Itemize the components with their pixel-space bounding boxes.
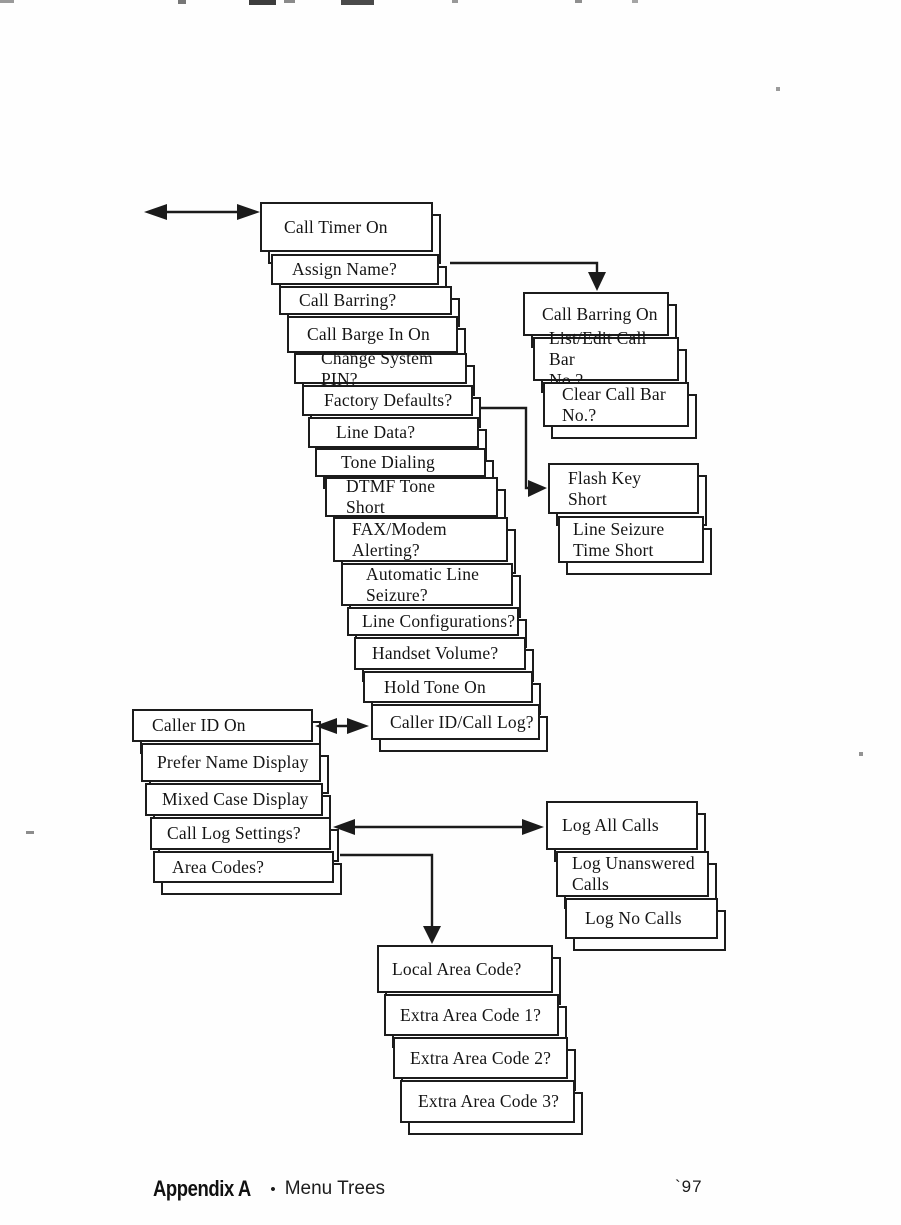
menu-node-label: Line Data? [336, 422, 416, 442]
page-number: `97 [675, 1177, 703, 1196]
menu-node-area-codes: Area Codes? [153, 851, 342, 895]
scan-artifact [178, 0, 186, 4]
menu-node-label: Assign Name? [292, 259, 397, 279]
menu-node-label: Call Barring On [542, 303, 658, 324]
bidirectional-arrow-root [144, 204, 260, 220]
menu-node-label: Log No Calls [585, 908, 682, 928]
scan-speck [26, 831, 34, 834]
menu-node-label: Hold Tone On [384, 676, 486, 697]
connector-area-codes-branch [340, 853, 441, 944]
menu-node-mixed-case-display: Mixed Case Display [145, 783, 331, 828]
menu-node-flash-key-short: Flash Key Short [548, 463, 707, 526]
menu-node-label: Mixed Case Display [162, 789, 309, 809]
menu-node-label: Call Barge In On [307, 324, 430, 344]
menu-node-automatic-line-seizure: Automatic Line Seizure? [341, 563, 521, 618]
menu-node-local-area-code: Local Area Code? [377, 945, 561, 1005]
menu-node-label: Call Barring? [299, 290, 397, 310]
menu-node-label: Factory Defaults? [324, 390, 453, 410]
scan-artifact [0, 0, 14, 3]
menu-node-assign-name: Assign Name? [271, 254, 447, 297]
menu-node-label: Caller ID On [152, 715, 246, 735]
menu-node-caller-id-call-log: Caller ID/Call Log? [371, 704, 548, 752]
menu-node-line-seizure-time-short: Line Seizure Time Short [558, 516, 712, 575]
menu-node-label: Local Area Code? [392, 958, 522, 979]
menu-node-label: Handset Volume? [372, 643, 499, 663]
menu-node-line-configurations: Line Configurations? [347, 607, 527, 648]
scan-speck [776, 87, 780, 91]
scan-artifact [452, 0, 458, 3]
menu-node-caller-id-on: Caller ID On [132, 709, 321, 754]
menu-node-label: Log All Calls [562, 815, 659, 835]
menu-node-log-all-calls: Log All Calls [546, 801, 706, 862]
menu-node-dtmf-tone-short: DTMF Tone Short [325, 476, 506, 529]
menu-node-label: Extra Area Code 1? [400, 1004, 542, 1025]
menu-node-factory-defaults: Factory Defaults? [302, 385, 481, 428]
menu-node-prefer-name-display: Prefer Name Display [141, 743, 329, 794]
menu-node-label: Clear Call Bar No.? [562, 383, 666, 425]
menu-node-label: Change System PIN? [321, 347, 433, 389]
scan-artifact [341, 0, 374, 5]
menu-node-log-unanswered-calls: Log Unanswered Calls [556, 851, 717, 909]
menu-node-call-barring: Call Barring? [279, 286, 460, 327]
scan-artifact [249, 0, 276, 5]
footer-appendix-label: Appendix A [153, 1176, 251, 1201]
menu-node-tone-dialing: Tone Dialing [315, 448, 494, 489]
menu-node-label: Call Timer On [284, 216, 388, 237]
menu-node-label: DTMF Tone Short [346, 476, 436, 517]
menu-node-label: Call Log Settings? [167, 823, 301, 843]
menu-node-clear-call-bar: Clear Call Bar No.? [543, 382, 697, 439]
scan-speck [859, 752, 863, 756]
menu-node-label: Tone Dialing [341, 452, 436, 472]
scan-artifact [284, 0, 295, 3]
menu-node-label: Prefer Name Display [157, 752, 309, 772]
menu-node-list-edit-call-bar: List/Edit Call Bar No.? [533, 328, 687, 393]
scan-artifact [575, 0, 582, 3]
menu-node-label: FAX/Modem Alerting? [352, 518, 447, 560]
scan-artifact [632, 0, 638, 3]
menu-node-change-system-pin: Change System PIN? [294, 348, 475, 396]
menu-node-label: Extra Area Code 3? [418, 1091, 560, 1111]
menu-node-label: Line Configurations? [362, 611, 516, 631]
menu-node-label: Line Seizure Time Short [573, 518, 665, 560]
menu-node-handset-volume: Handset Volume? [354, 637, 534, 682]
menu-node-extra-area-code-1: Extra Area Code 1? [384, 994, 567, 1048]
connector-call-barring-branch [450, 261, 606, 291]
footer-section-title: Menu Trees [284, 1178, 386, 1199]
page-footer: Appendix A • Menu Trees [153, 1176, 385, 1202]
bidirectional-arrow-caller-id [315, 718, 369, 734]
menu-node-line-data: Line Data? [308, 417, 487, 460]
menu-node-extra-area-code-2: Extra Area Code 2? [393, 1037, 576, 1091]
menu-node-hold-tone-on: Hold Tone On [363, 671, 541, 715]
menu-node-log-no-calls: Log No Calls [565, 898, 726, 951]
menu-node-label: Log Unanswered Calls [572, 853, 695, 894]
menu-node-label: Flash Key Short [568, 467, 642, 509]
menu-node-label: Extra Area Code 2? [410, 1047, 552, 1068]
menu-node-label: Caller ID/Call Log? [390, 711, 534, 732]
menu-node-extra-area-code-3: Extra Area Code 3? [400, 1080, 583, 1135]
menu-node-label: Automatic Line Seizure? [366, 563, 480, 605]
bidirectional-arrow-call-log [333, 819, 544, 835]
menu-node-call-timer-on: Call Timer On [260, 202, 441, 264]
menu-node-fax-modem-alerting: FAX/Modem Alerting? [333, 517, 516, 574]
footer-bullet-icon: • [270, 1180, 276, 1198]
menu-node-call-log-settings: Call Log Settings? [150, 817, 339, 862]
menu-node-label: Area Codes? [172, 856, 265, 877]
